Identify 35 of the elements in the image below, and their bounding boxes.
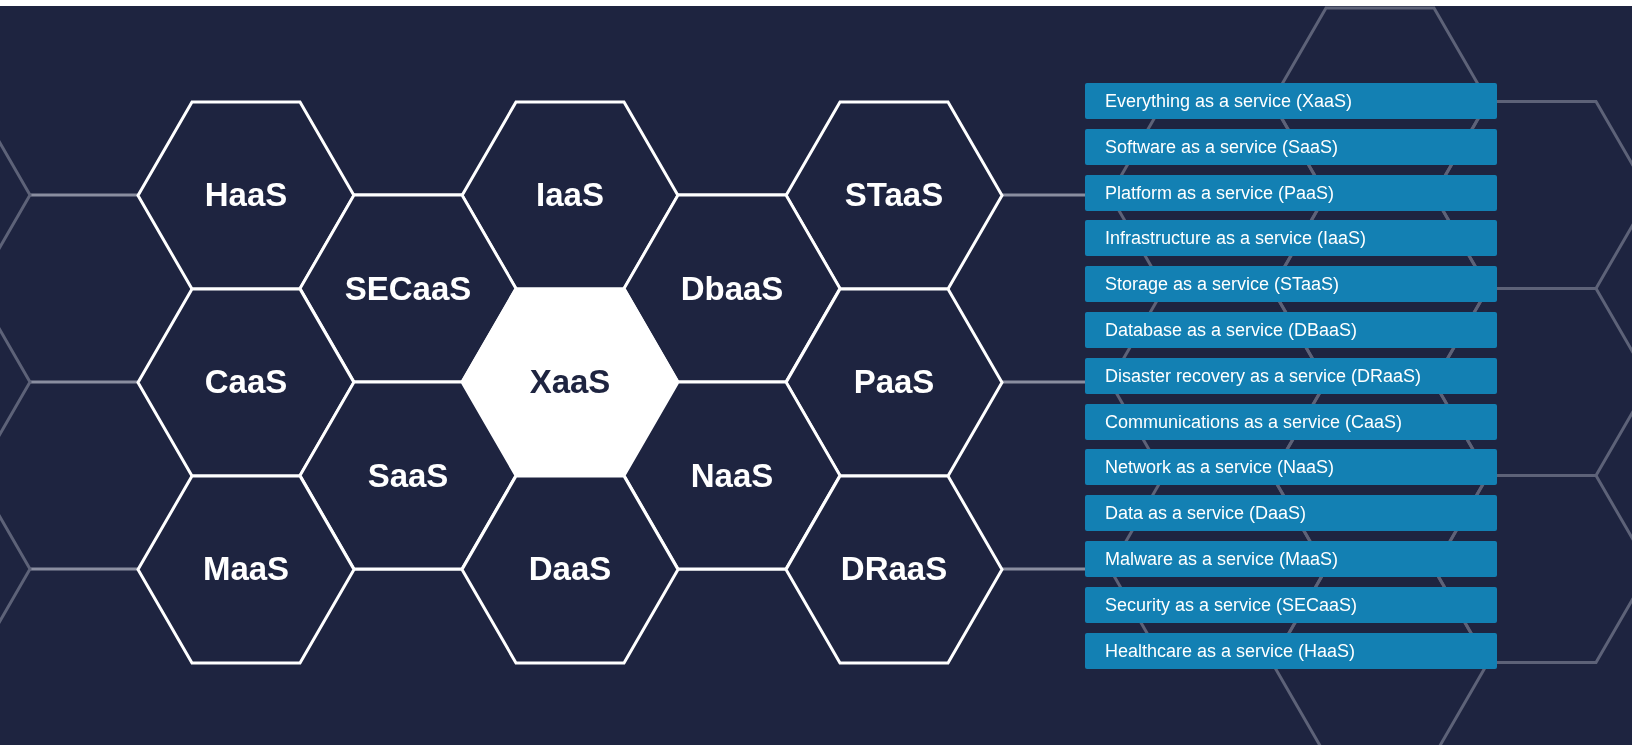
hexagon-tile <box>300 382 516 569</box>
service-name-bar: Security as a service (SECaaS) <box>1085 586 1497 623</box>
service-name-bar: Platform as a service (PaaS) <box>1085 174 1497 211</box>
service-abbreviation: IaaS <box>536 176 604 214</box>
service-abbreviation: NaaS <box>690 456 774 495</box>
hexagon-tile <box>462 475 678 663</box>
service-abbreviation: XaaS <box>529 363 611 401</box>
hexagon-tile <box>624 195 840 382</box>
service-name-bar: Data as a service (DaaS) <box>1085 495 1497 532</box>
service-name-bar: Malware as a service (MaaS) <box>1085 541 1497 577</box>
service-abbreviation: CaaS <box>204 363 288 401</box>
service-name-bar: Software as a service (SaaS) <box>1085 128 1497 165</box>
service-name-bar: Communications as a service (CaaS) <box>1085 403 1497 440</box>
hexagon-tile <box>138 475 354 663</box>
service-abbreviation: MaaS <box>202 550 290 588</box>
hexagon-tile <box>786 288 1002 476</box>
service-name-bar: Disaster recovery as a service (DRaaS) <box>1085 357 1497 394</box>
service-name-bar: Network as a service (NaaS) <box>1085 449 1497 486</box>
service-abbreviation: SECaaS <box>344 269 472 308</box>
service-abbreviation: SaaS <box>367 456 449 495</box>
service-name-bar: Infrastructure as a service (IaaS) <box>1085 220 1497 257</box>
hexagon-tile <box>786 101 1002 289</box>
service-name-bar: Everything as a service (XaaS) <box>1085 83 1497 119</box>
service-name-bar: Database as a service (DBaaS) <box>1085 312 1497 348</box>
hexagon-tile <box>300 195 516 382</box>
hexagon-tile <box>786 475 1002 663</box>
service-name-bar: Healthcare as a service (HaaS) <box>1085 632 1497 669</box>
service-abbreviation: DaaS <box>528 550 612 588</box>
hexagon-tile <box>624 382 840 569</box>
service-abbreviation: DbaaS <box>680 269 784 308</box>
service-abbreviation: STaaS <box>844 176 944 214</box>
service-abbreviation: DRaaS <box>840 550 948 588</box>
service-abbreviation: PaaS <box>853 363 935 401</box>
service-abbreviation: HaaS <box>204 176 288 214</box>
service-name-bar: Storage as a service (STaaS) <box>1085 266 1497 303</box>
